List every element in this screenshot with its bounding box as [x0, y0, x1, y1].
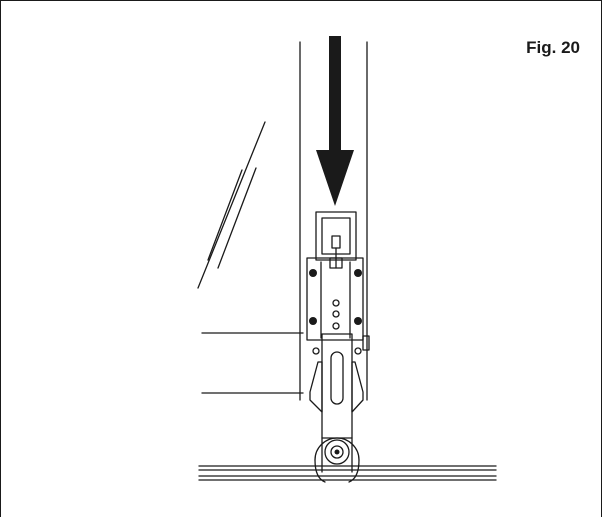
- horizontal-rails: [201, 332, 304, 394]
- glass-reflection-lines: [197, 121, 266, 289]
- adjustment-holes: [312, 299, 362, 355]
- bottom-track: [198, 465, 497, 481]
- door-profile: [299, 41, 368, 401]
- downward-arrow-icon: [316, 36, 354, 206]
- hanger-body: [306, 257, 370, 351]
- roller-wheel: [314, 437, 360, 483]
- side-flanges: [309, 361, 364, 413]
- mounting-screws: [309, 269, 362, 325]
- figure-label: Fig. 20: [526, 38, 580, 57]
- clip-bracket: [315, 211, 357, 269]
